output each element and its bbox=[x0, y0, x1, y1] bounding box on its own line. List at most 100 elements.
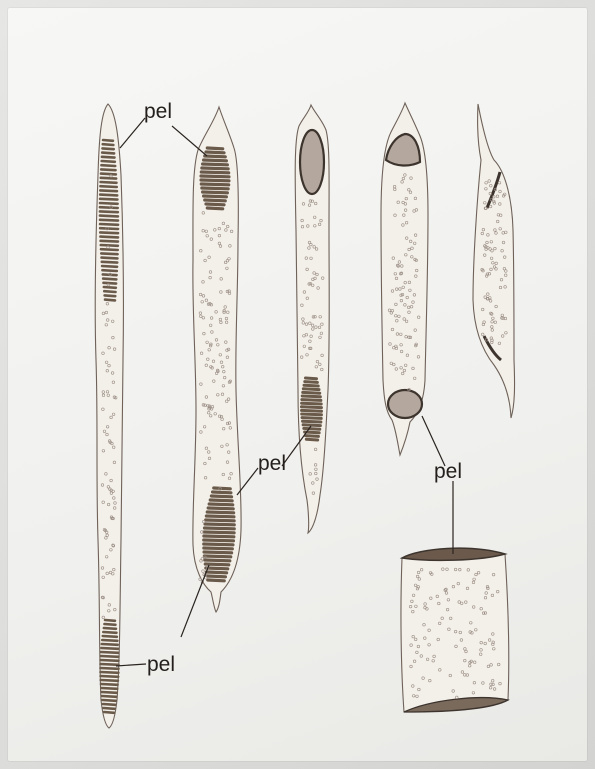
pellicle-stria bbox=[302, 418, 321, 419]
pellicle-stria bbox=[102, 157, 115, 158]
pellicle-stria bbox=[101, 165, 115, 166]
pellicle-stria bbox=[201, 176, 229, 177]
pellicle-stria bbox=[101, 241, 118, 242]
pellicle-stria bbox=[104, 291, 115, 292]
pellicle-stria bbox=[101, 169, 115, 170]
pellicle-stria bbox=[103, 283, 116, 284]
pellicle-stria bbox=[101, 688, 117, 689]
pellicle-stria bbox=[205, 564, 229, 565]
pellicle-stria bbox=[101, 676, 119, 677]
pellicle-stria bbox=[302, 396, 320, 397]
pellicle-stria bbox=[305, 382, 318, 383]
pellicle-stria bbox=[303, 389, 319, 390]
leader-pel-4-b bbox=[181, 565, 209, 637]
cell-4 bbox=[381, 103, 428, 455]
pellicle-stria bbox=[100, 211, 118, 212]
cell-1-outline bbox=[95, 104, 123, 728]
pellicle-stria bbox=[301, 407, 321, 408]
pellicle-stria bbox=[102, 148, 113, 149]
pellicle-stria bbox=[100, 232, 118, 233]
pellicle-stria bbox=[100, 668, 118, 669]
pellicle-stria bbox=[210, 500, 232, 501]
pellicle-stria bbox=[303, 421, 321, 422]
pellicle-stria bbox=[100, 237, 118, 238]
pellicle-stria bbox=[102, 692, 117, 693]
cell-5-outline bbox=[473, 104, 515, 418]
pellicle-stria bbox=[204, 552, 232, 553]
pellicle-stria bbox=[206, 516, 234, 517]
pellicle-stria bbox=[102, 161, 115, 162]
pellicle-stria bbox=[305, 436, 318, 437]
pellicle-stria bbox=[101, 253, 117, 254]
pellicle-stria bbox=[303, 425, 320, 426]
pellicle-stria bbox=[302, 414, 322, 415]
pellicle-stria bbox=[100, 199, 117, 200]
cell-4-pellicle-bottom bbox=[388, 390, 422, 418]
pellicle-stria bbox=[207, 512, 233, 513]
pellicle-stria bbox=[205, 156, 226, 157]
cell-2 bbox=[193, 107, 241, 612]
pellicle-stria bbox=[100, 224, 118, 225]
pellicle-stria bbox=[101, 680, 118, 681]
pellicle-stria bbox=[101, 656, 119, 657]
pellicle-stria bbox=[100, 203, 118, 204]
leader-pel-1-a bbox=[120, 118, 145, 148]
pellicle-stria bbox=[104, 628, 116, 629]
pellicle-stria bbox=[205, 200, 226, 201]
pellicle-stria bbox=[103, 144, 114, 145]
pellicle-stria bbox=[105, 620, 115, 621]
pellicle-stria bbox=[206, 572, 226, 573]
pellicle-stria bbox=[201, 172, 228, 173]
pellicle-stria bbox=[306, 439, 317, 440]
pellicle-stria bbox=[100, 186, 116, 187]
pellicle-stria bbox=[101, 178, 116, 179]
pellicle-stria bbox=[101, 182, 117, 183]
pellicle-stria bbox=[100, 220, 118, 221]
pellicle-stria bbox=[101, 249, 118, 250]
pellicle-stria bbox=[104, 624, 115, 625]
pellicle-stria bbox=[101, 672, 119, 673]
pellicle-stria bbox=[304, 385, 318, 386]
pellicle-stria bbox=[208, 580, 225, 581]
label-pel-2: pel bbox=[258, 452, 286, 475]
pellicle-stria bbox=[102, 696, 116, 697]
pellicle-stria bbox=[207, 576, 225, 577]
pellicle-stria bbox=[103, 700, 116, 701]
pellicle-stria bbox=[104, 712, 114, 713]
leader-pel-4-a bbox=[116, 664, 146, 666]
pellicle-stria bbox=[202, 188, 228, 189]
pellicle-stria bbox=[101, 660, 119, 661]
cell-3 bbox=[295, 105, 329, 533]
pellicle-stria bbox=[103, 140, 113, 141]
pellicle-stria bbox=[100, 228, 118, 229]
pellicle-stria bbox=[202, 168, 228, 169]
pellicle-stria bbox=[214, 488, 231, 489]
label-pel-1: pel bbox=[144, 100, 172, 123]
pellicle-stria bbox=[100, 190, 117, 191]
pellicle-stria bbox=[102, 270, 116, 271]
pellicle-stria bbox=[104, 708, 115, 709]
pellicle-stria bbox=[205, 560, 230, 561]
pellicle-stria bbox=[304, 428, 320, 429]
pellicle-stria bbox=[101, 245, 118, 246]
pellicle-stria bbox=[103, 636, 117, 637]
pellicle-stria bbox=[104, 287, 116, 288]
pellicle-stria bbox=[103, 632, 116, 633]
pellicle-stria bbox=[101, 684, 118, 685]
pellicle-stria bbox=[209, 504, 233, 505]
pellicle-stria bbox=[102, 262, 117, 263]
pellicle-stria bbox=[201, 184, 228, 185]
pellicle-stria bbox=[208, 508, 233, 509]
pellicle-stria bbox=[102, 266, 117, 267]
cell-3-pellicle-cap bbox=[300, 130, 324, 194]
pellicle-stria bbox=[211, 496, 231, 497]
label-pel-3: pel bbox=[434, 460, 462, 483]
pellicle-stria bbox=[102, 153, 114, 154]
pellicle-stria bbox=[206, 204, 224, 205]
label-pel-4: pel bbox=[147, 653, 175, 676]
pellicle-stria bbox=[207, 208, 222, 209]
pellicle-stria bbox=[206, 520, 234, 521]
pellicle-stria bbox=[203, 164, 228, 165]
pellicle-stria bbox=[101, 652, 118, 653]
